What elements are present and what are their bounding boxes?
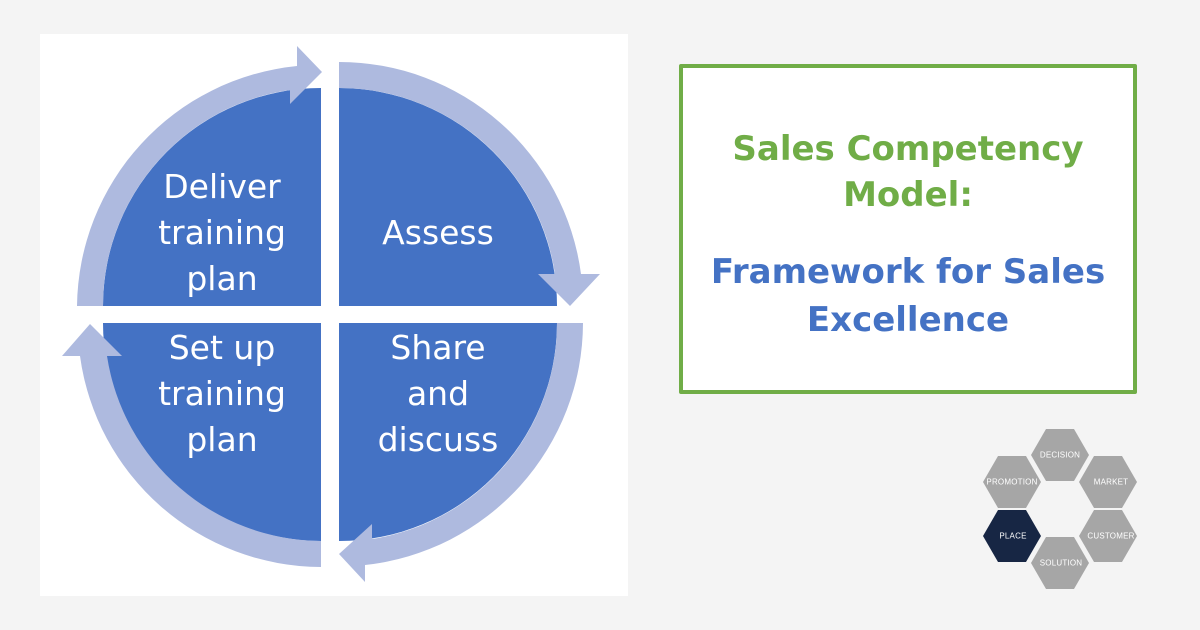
hex-logo-graphic xyxy=(983,429,1137,589)
hex-label-decision: DECISION xyxy=(1039,450,1081,460)
hex-promotion xyxy=(983,456,1041,508)
quadrant-share xyxy=(339,323,557,541)
quadrant-label-share: Share and discuss xyxy=(377,328,499,459)
arrow-top-right xyxy=(339,61,600,306)
title-box: Sales Competency Model: Framework for Sa… xyxy=(679,64,1137,394)
hex-label-customer: CUSTOMER xyxy=(1087,531,1135,541)
hex-label-market: MARKET xyxy=(1093,477,1129,487)
arrow-top-left xyxy=(77,46,322,306)
quadrant-assess xyxy=(339,88,557,306)
arrow-bottom-left xyxy=(62,324,321,567)
quadrant-setup xyxy=(103,323,321,541)
hex-customer xyxy=(1079,510,1137,562)
quadrant-deliver xyxy=(103,88,321,306)
hex-decision xyxy=(1031,429,1089,481)
hex-label-solution: SOLUTION xyxy=(1039,558,1083,568)
title-heading: Sales Competency Model: xyxy=(732,129,1084,215)
arrow-bottom-right xyxy=(339,323,583,582)
quadrant-label-setup: Set up training plan xyxy=(158,328,286,459)
cycle-diagram xyxy=(62,46,600,582)
title-subheading: Framework for Sales Excellence xyxy=(710,252,1106,340)
quadrant-label-deliver: Deliver training plan xyxy=(158,167,286,298)
hex-solution xyxy=(1031,537,1089,589)
hex-place xyxy=(983,510,1041,562)
hex-logo: DECISION MARKET CUSTOMER SOLUTION PLACE … xyxy=(970,420,1150,600)
cycle-diagram-panel: Deliver training plan Assess Share and d… xyxy=(40,34,628,596)
hex-market xyxy=(1079,456,1137,508)
hex-label-promotion: PROMOTION xyxy=(986,477,1038,487)
quadrant-label-assess: Assess xyxy=(382,213,494,252)
hex-label-place: PLACE xyxy=(999,531,1027,541)
